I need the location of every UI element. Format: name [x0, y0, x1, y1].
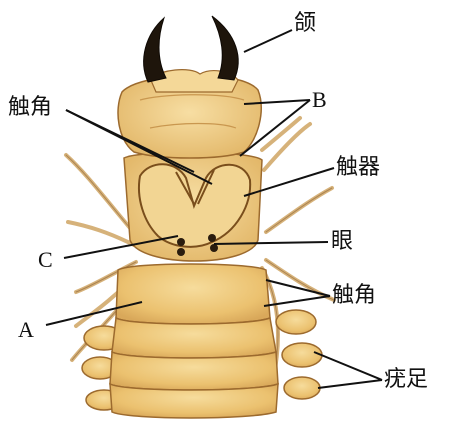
leader-jaw: [244, 30, 292, 52]
label-eye: 眼: [331, 230, 353, 254]
leader-parapodia-2: [318, 380, 382, 388]
label-a: A: [18, 318, 34, 342]
label-c: C: [38, 248, 53, 272]
leader-parapodia-1: [314, 352, 382, 380]
label-parapodia: 疣足: [384, 368, 428, 392]
label-jaw: 颌: [294, 12, 316, 36]
label-b: B: [312, 88, 327, 112]
label-palp: 触器: [336, 156, 380, 180]
body-segments: [110, 264, 278, 418]
label-antenna-right: 触角: [332, 284, 376, 308]
label-antenna-top: 触角: [8, 96, 52, 120]
